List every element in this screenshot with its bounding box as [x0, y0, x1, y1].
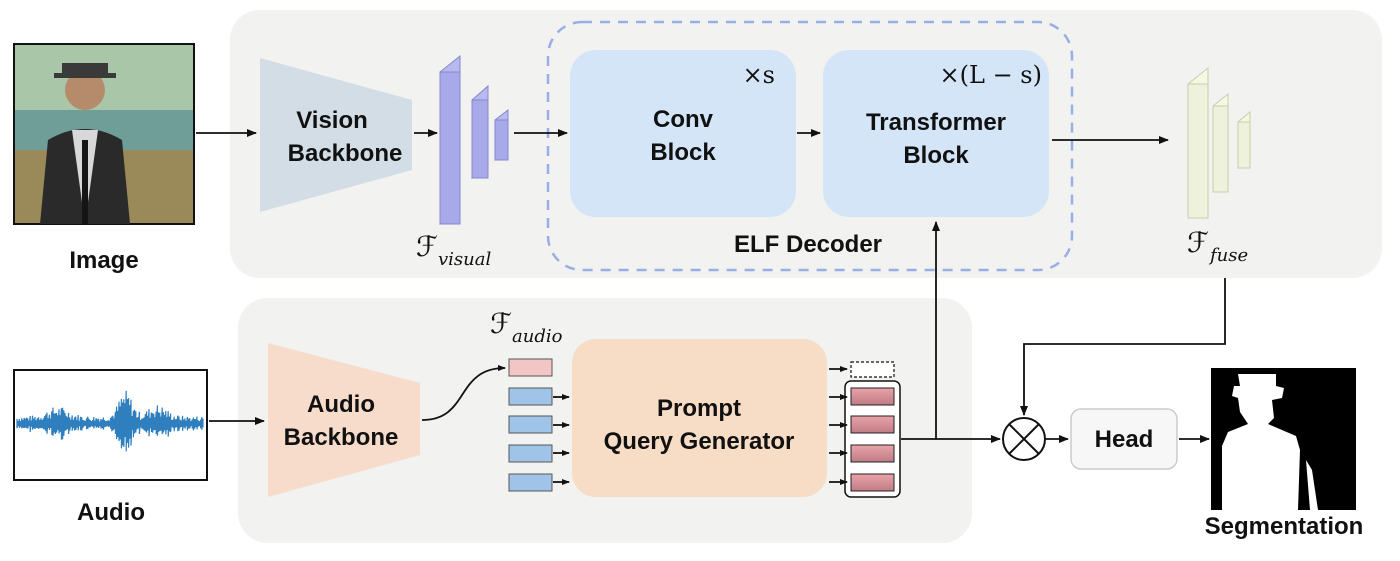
audio-label: Audio: [77, 499, 145, 526]
input-audio: [13, 369, 208, 481]
prompt-query-label-1: Prompt: [657, 395, 741, 422]
vision-backbone-label-1: Vision: [296, 107, 368, 134]
elf-decoder-label: ELF Decoder: [734, 231, 882, 258]
times-s-label: ×s: [743, 61, 775, 89]
discarded-token: [850, 361, 895, 378]
prompt-query-generator: [572, 339, 827, 497]
times-l-minus-s-label: ×(L − s): [940, 61, 1042, 89]
fuse-feature-stack: [1187, 66, 1251, 220]
vision-panel: [230, 10, 1382, 278]
conv-block-label-1: Conv: [653, 106, 714, 133]
elf-decoder-region: [546, 20, 1074, 272]
output-token-group: [844, 380, 901, 498]
f-fuse-label: ℱ fuse: [1187, 226, 1248, 266]
f-audio-label: ℱ audio: [490, 307, 563, 347]
head-label: Head: [1095, 426, 1154, 453]
image-label: Image: [69, 247, 138, 274]
audio-backbone-label-1: Audio: [307, 391, 375, 418]
svg-text:visual: visual: [438, 249, 491, 270]
transformer-block: [823, 50, 1049, 217]
transformer-block-label-2: Block: [903, 142, 969, 169]
multiply-cross-b: [1008, 423, 1040, 455]
svg-text:audio: audio: [512, 326, 563, 347]
vision-backbone: [260, 58, 412, 212]
prompt-query-label-2: Query Generator: [604, 428, 795, 455]
input-image: [13, 43, 195, 225]
conv-block-label-2: Block: [650, 139, 716, 166]
visual-feature-stack: [439, 54, 509, 226]
svg-text:fuse: fuse: [1208, 245, 1248, 266]
f-visual-label: ℱ visual: [416, 230, 491, 270]
output-tokens: [850, 387, 895, 492]
segmentation-mask: [1211, 368, 1356, 510]
transformer-block-label-1: Transformer: [866, 109, 1006, 136]
segmentation-label: Segmentation: [1205, 513, 1364, 540]
svg-text:ℱ: ℱ: [1187, 226, 1209, 259]
conv-block: [570, 50, 796, 217]
svg-text:ℱ: ℱ: [416, 230, 438, 263]
head-block: [1070, 408, 1178, 470]
connectors: [196, 129, 1226, 485]
audio-backbone-label-2: Backbone: [284, 424, 399, 451]
audio-backbone: [268, 343, 420, 497]
query-tokens: [508, 387, 553, 492]
svg-text:ℱ: ℱ: [490, 307, 512, 340]
vision-backbone-label-2: Backbone: [288, 140, 403, 167]
audio-query-token: [508, 358, 553, 377]
